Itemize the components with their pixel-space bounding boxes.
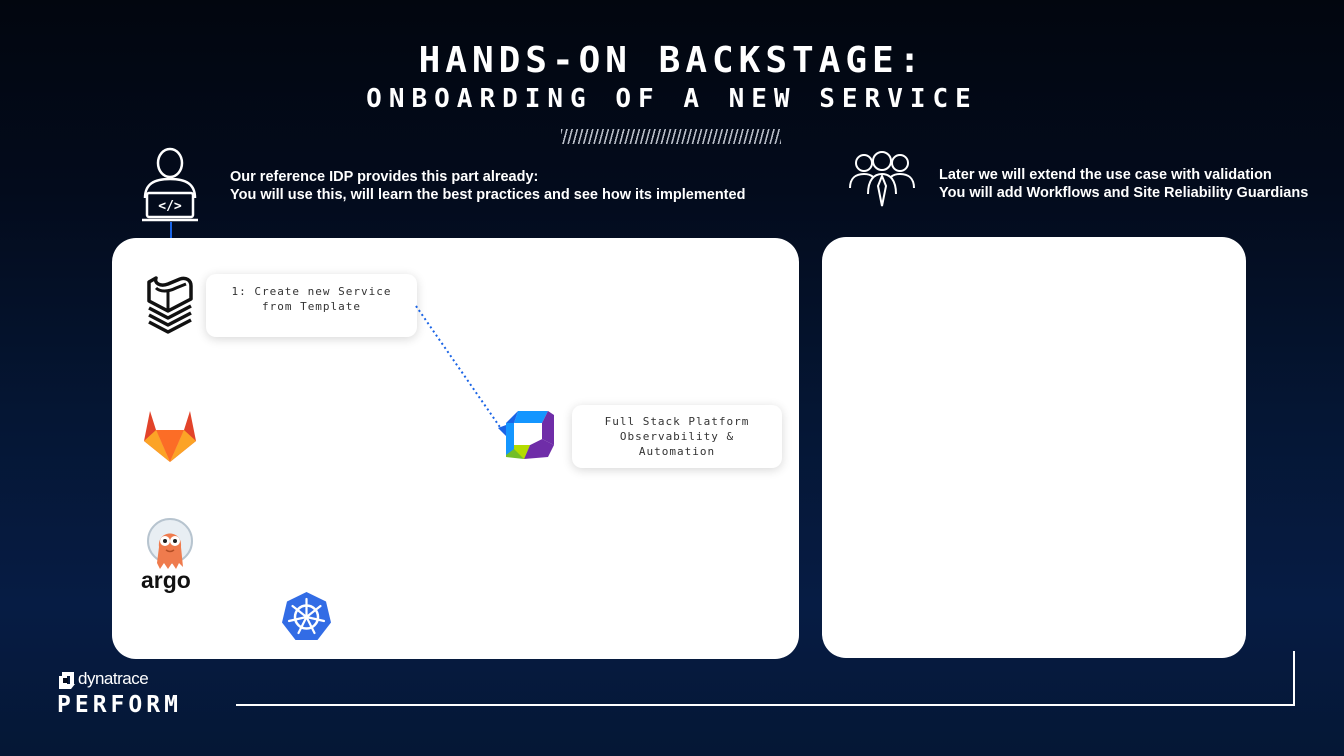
kubernetes-icon	[282, 592, 331, 640]
right-caption: Later we will extend the use case with v…	[939, 166, 1308, 202]
slide-subtitle: ONBOARDING OF A NEW SERVICE	[366, 84, 978, 114]
extension-panel	[822, 237, 1246, 658]
team-people-icon	[849, 151, 915, 207]
template-to-dynatrace-arrow	[415, 305, 508, 438]
backstage-icon	[147, 276, 193, 334]
slide-title: HANDS-ON BACKSTAGE:	[418, 40, 926, 81]
step1-line1: 1: Create new Service	[231, 285, 392, 298]
developer-laptop-icon: </>	[142, 147, 198, 222]
observability-note: Full Stack Platform Observability & Auto…	[572, 405, 782, 468]
step1-line2: from Template	[261, 300, 362, 313]
title-divider	[561, 129, 781, 144]
footer-line-vertical	[1293, 651, 1295, 706]
argo-wordmark: argo	[141, 567, 191, 593]
left-caption: Our reference IDP provides this part alr…	[230, 168, 745, 204]
right-caption-line1: Later we will extend the use case with v…	[939, 167, 1272, 183]
svg-text:</>: </>	[158, 199, 182, 214]
left-caption-line1: Our reference IDP provides this part alr…	[230, 169, 539, 185]
step2-line1: Full Stack Platform	[604, 415, 750, 428]
left-caption-line2: You will use this, will learn the best p…	[230, 187, 746, 203]
footer-line	[236, 704, 1295, 706]
step2-line3: Automation	[638, 445, 716, 458]
dynatrace-icon	[506, 411, 554, 459]
gitlab-icon	[144, 411, 196, 462]
step2-line2: Observability &	[619, 430, 735, 443]
step-create-service-note: 1: Create new Service from Template	[206, 274, 417, 337]
right-caption-line2: You will add Workflows and Site Reliabil…	[939, 185, 1309, 201]
dynatrace-brand-icon	[59, 672, 75, 689]
brand-company: dynatrace	[78, 669, 149, 688]
argo-icon	[147, 518, 193, 569]
brand-event: PERFORM	[57, 692, 182, 718]
